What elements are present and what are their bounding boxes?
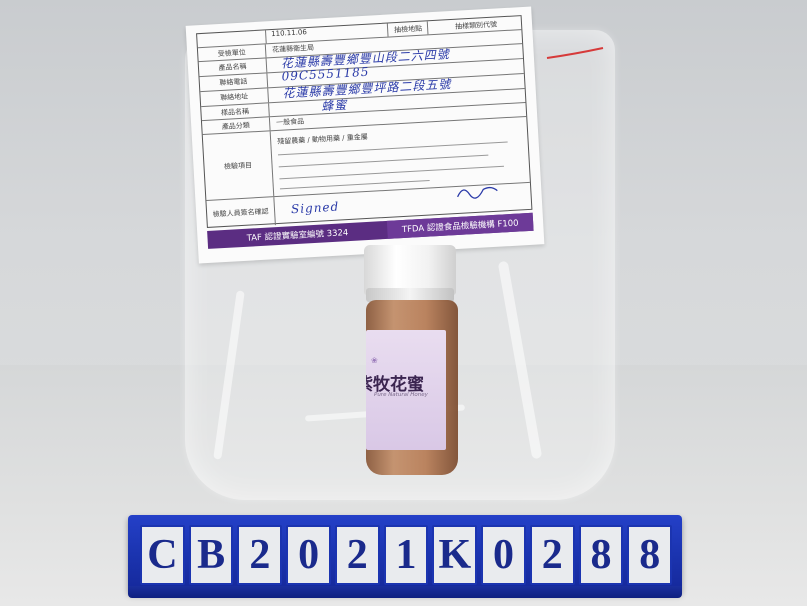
code-stand-lip	[128, 586, 682, 598]
handwritten-value: 蜂蜜	[320, 97, 348, 114]
code-tile: 2	[237, 525, 283, 585]
code-tile: B	[188, 525, 234, 585]
label-table: 110.11.06 抽檢地點 抽樣類別代號 受檢單位 花蓮縣衛生局 產品名稱 花…	[196, 15, 533, 229]
header-cell: 抽檢地點	[386, 21, 429, 37]
checkbox-lines	[277, 141, 508, 190]
bottle-cap-ring	[366, 288, 454, 302]
code-tile: K	[432, 525, 478, 585]
bag-crease	[213, 290, 245, 460]
bottle-label: ❀ 紫牧花蜜 Pure Natural Honey	[366, 330, 446, 450]
bag-crease	[497, 260, 543, 460]
code-tile: 1	[383, 525, 429, 585]
signature-mark	[457, 186, 498, 199]
field-label: 檢驗項目	[202, 131, 275, 200]
label-row: 檢驗項目 殘留農藥 / 動物用藥 / 重金屬	[202, 116, 530, 201]
code-tile: 8	[627, 525, 673, 585]
sample-label: 110.11.06 抽檢地點 抽樣類別代號 受檢單位 花蓮縣衛生局 產品名稱 花…	[185, 6, 545, 264]
handwritten-signature: Signed	[290, 199, 340, 217]
code-tile: 2	[334, 525, 380, 585]
code-tile: C	[140, 525, 185, 585]
code-tiles: C B 2 0 2 1 K 0 2 8 8	[140, 525, 673, 585]
bottle-subtitle: Pure Natural Honey	[374, 392, 428, 398]
bottle-title: 紫牧花蜜	[366, 375, 424, 395]
label-date: 110.11.06	[270, 28, 308, 39]
code-tile: 0	[286, 525, 331, 585]
logo-icon: ❀	[371, 356, 378, 365]
code-tile: 0	[481, 525, 526, 585]
field-value: 一般食品	[275, 117, 305, 127]
red-string	[546, 47, 604, 59]
bottle-cap	[364, 245, 456, 295]
field-label: 檢驗人員簽名確認	[206, 197, 276, 229]
code-tile: 8	[578, 525, 624, 585]
code-tile: 2	[529, 525, 575, 585]
